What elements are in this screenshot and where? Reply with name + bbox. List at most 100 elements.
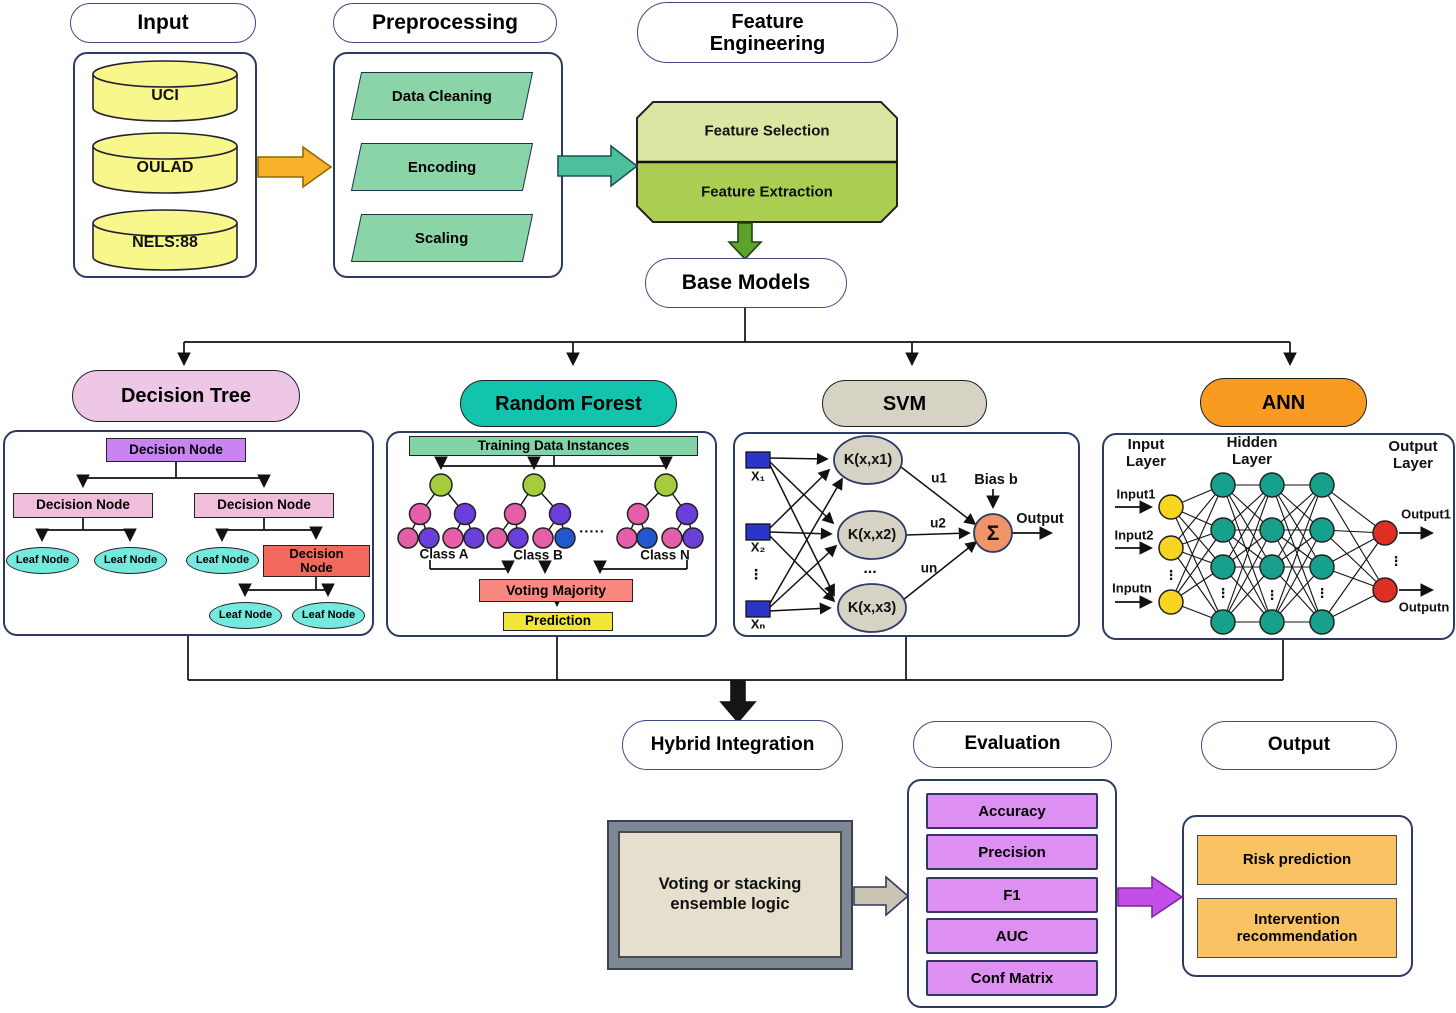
dt-left-node: Decision Node <box>13 493 153 518</box>
ann-hidden-dots-1: ⋮ <box>1216 585 1230 601</box>
rf-class-n-label: Class N <box>640 547 690 563</box>
svm-xn-label: Xₙ <box>750 616 766 632</box>
input-title-pill: Input <box>70 3 256 43</box>
svm-x2-label: X₂ <box>750 539 766 555</box>
preprocessing-title: Preprocessing <box>372 11 518 35</box>
step-encoding-label: Encoding <box>407 158 477 176</box>
svm-kernel-dots: ... <box>863 560 877 578</box>
ensemble-label: Voting or stacking ensemble logic <box>658 874 802 913</box>
metric-accuracy: Accuracy <box>926 793 1098 829</box>
svm-un-label: un <box>920 560 938 576</box>
dt-leaf-1: Leaf Node <box>6 547 79 574</box>
ann-input-layer-label: Input Layer <box>1125 436 1167 470</box>
rf-training-data-bar: Training Data Instances <box>409 436 698 456</box>
metric-precision-label: Precision <box>978 843 1046 861</box>
svm-u2-label: u2 <box>930 515 946 531</box>
random-forest-pill: Random Forest <box>460 380 677 427</box>
svm-k1-label: K(x,x1) <box>843 451 893 468</box>
svm-panel <box>733 432 1080 637</box>
preprocessing-title-pill: Preprocessing <box>333 3 557 43</box>
base-models-pill: Base Models <box>645 258 847 308</box>
metric-precision: Precision <box>926 834 1098 870</box>
svm-bias-label: Bias b <box>974 471 1018 488</box>
rf-voting-label: Voting Majority <box>505 581 607 598</box>
black-merge-arrow <box>719 680 757 724</box>
decision-tree-title: Decision Tree <box>120 385 252 407</box>
dt-leaf-4: Leaf Node <box>209 602 282 629</box>
svm-x1-label: X₁ <box>750 468 766 484</box>
ann-inputn-label: Inputn <box>1112 580 1152 596</box>
svm-pill: SVM <box>822 380 987 427</box>
output-intervention-label: Intervention recommendation <box>1236 910 1358 945</box>
rf-class-a-label: Class A <box>419 546 469 562</box>
orange-arrow <box>257 145 333 189</box>
ensemble-box: Voting or stacking ensemble logic <box>618 831 842 958</box>
dt-right-node: Decision Node <box>194 493 334 518</box>
step-scaling-label: Scaling <box>415 229 469 247</box>
ann-output1-label: Output1 <box>1401 506 1451 522</box>
rf-prediction-label: Prediction <box>524 613 591 629</box>
output-risk-prediction: Risk prediction <box>1197 835 1397 885</box>
ann-output-layer-label: Output Layer <box>1388 438 1438 472</box>
feature-engineering-box <box>636 101 898 223</box>
dt-leaf-4-label: Leaf Node <box>218 609 273 622</box>
dt-red-label: Decision Node <box>289 545 344 575</box>
step-encoding: Encoding <box>350 143 534 191</box>
dataset-oulad: OULAD <box>136 159 194 177</box>
output-risk-prediction-label: Risk prediction <box>1242 851 1352 869</box>
random-forest-title: Random Forest <box>495 392 642 415</box>
ann-outputn-label: Outputn <box>1398 599 1450 615</box>
feature-engineering-title-pill: Feature Engineering <box>637 2 898 63</box>
svm-k3-label: K(x,x3) <box>847 599 897 616</box>
decision-tree-pill: Decision Tree <box>72 370 300 422</box>
teal-arrow <box>557 144 639 188</box>
ann-hidden-layer-label: Hidden Layer <box>1226 434 1278 468</box>
rf-class-b-label: Class B <box>513 547 563 563</box>
green-down-arrow <box>727 222 763 261</box>
svm-output-label: Output <box>1016 510 1064 527</box>
rf-ellipsis: ..... <box>579 519 605 537</box>
svm-u1-label: u1 <box>931 470 947 486</box>
input-title: Input <box>137 11 189 35</box>
output-title-pill: Output <box>1201 721 1397 770</box>
feature-engineering-title: Feature Engineering <box>709 10 826 55</box>
ann-hidden-dots-2: ⋮ <box>1265 587 1279 603</box>
svm-k2-label: K(x,x2) <box>847 526 897 543</box>
hybrid-integration-pill: Hybrid Integration <box>622 720 843 770</box>
dt-leaf-2: Leaf Node <box>94 547 167 574</box>
gray-arrow <box>853 875 910 917</box>
dt-leaf-2-label: Leaf Node <box>103 554 158 567</box>
rf-voting-majority-box: Voting Majority <box>479 579 633 602</box>
ann-pill: ANN <box>1200 378 1367 427</box>
base-models-title: Base Models <box>681 271 811 295</box>
metric-conf-matrix-label: Conf Matrix <box>970 969 1054 987</box>
metric-auc: AUC <box>926 918 1098 954</box>
feature-extraction-label: Feature Extraction <box>701 183 833 201</box>
dt-root-node: Decision Node <box>106 438 246 462</box>
hybrid-integration-title: Hybrid Integration <box>650 733 815 755</box>
step-data-cleaning: Data Cleaning <box>350 72 534 120</box>
dt-leaf-5-label: Leaf Node <box>301 609 356 622</box>
metric-f1: F1 <box>926 877 1098 913</box>
ann-hidden-dots-3: ⋮ <box>1315 585 1329 601</box>
svm-sigma-symbol: Σ <box>986 522 1000 546</box>
output-intervention: Intervention recommendation <box>1197 898 1397 958</box>
dt-root-label: Decision Node <box>129 441 223 457</box>
rf-prediction-box: Prediction <box>503 612 613 631</box>
output-title: Output <box>1267 734 1331 756</box>
rf-training-data-label: Training Data Instances <box>477 437 630 453</box>
dt-red-node: Decision Node <box>263 545 370 577</box>
dt-leaf-1-label: Leaf Node <box>15 554 70 567</box>
dataset-uci: UCI <box>151 87 179 105</box>
ann-input1-label: Input1 <box>1116 486 1156 502</box>
metric-auc-label: AUC <box>995 927 1029 945</box>
dt-right-label: Decision Node <box>217 497 311 513</box>
dt-leaf-3: Leaf Node <box>186 547 259 574</box>
dt-leaf-3-label: Leaf Node <box>195 554 250 567</box>
dt-leaf-5: Leaf Node <box>292 602 365 629</box>
dataset-nels88: NELS:88 <box>132 234 198 252</box>
step-data-cleaning-label: Data Cleaning <box>391 87 493 105</box>
evaluation-title: Evaluation <box>964 733 1061 755</box>
metric-conf-matrix: Conf Matrix <box>926 960 1098 996</box>
ann-title: ANN <box>1261 391 1306 414</box>
